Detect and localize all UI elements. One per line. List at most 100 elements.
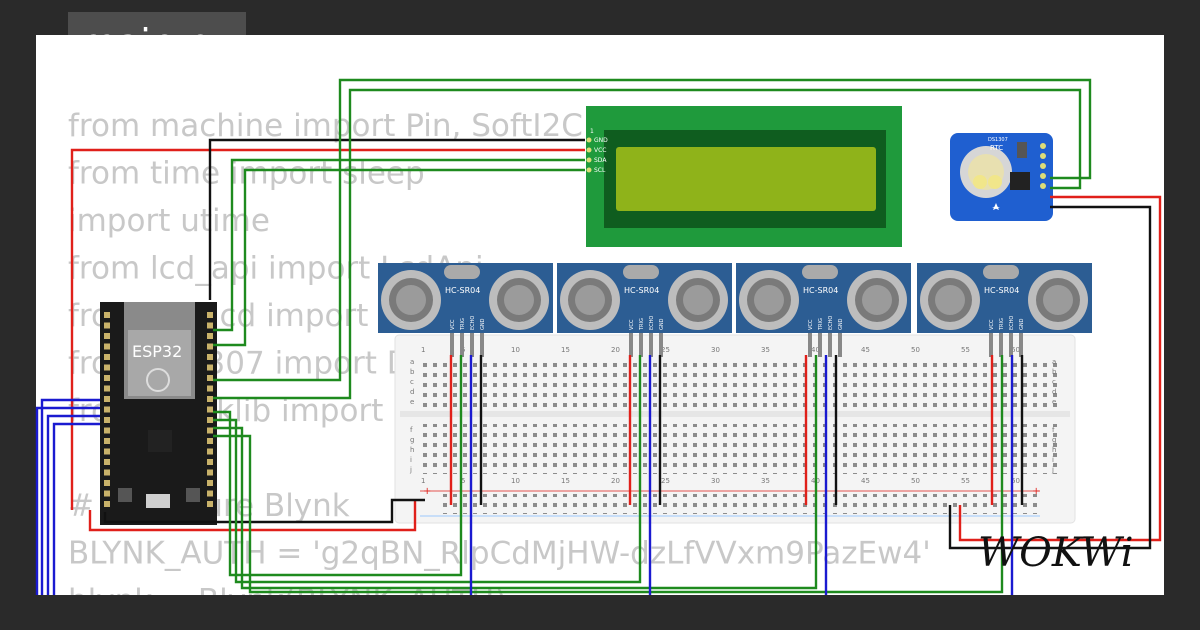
breadboard-column-label: 40: [811, 346, 820, 354]
breadboard-column-label: 1: [421, 477, 425, 485]
boot-button[interactable]: [118, 488, 132, 502]
esp32-pin: [207, 406, 213, 413]
esp32-pin: [104, 438, 110, 444]
esp32-pin: [104, 385, 110, 392]
sensor-pin-label: GND: [838, 318, 844, 330]
breadboard-column-label: 45: [861, 477, 870, 485]
sensor-pin: [1009, 333, 1013, 357]
breadboard-row-label: g: [1052, 436, 1056, 444]
esp32-pin: [104, 312, 110, 318]
esp32-pin: [207, 343, 213, 350]
esp32-pin: [104, 448, 110, 455]
esp32-pin: [207, 364, 213, 371]
usb-port-icon: [146, 494, 170, 508]
breadboard-column-label: 55: [961, 346, 970, 354]
sensor-label: HC-SR04: [445, 286, 480, 295]
esp32-pin: [207, 312, 213, 318]
sensor-pin-label: ECHO: [828, 316, 834, 330]
esp32-pin: [207, 396, 213, 402]
sensor-pin-label: TRIG: [999, 318, 1005, 331]
breadboard-bottom-terminal: [418, 424, 1058, 474]
sensor-pin-label: VCC: [450, 319, 456, 330]
breadboard-top-terminal: [418, 360, 1058, 410]
esp32-pin: [104, 469, 110, 476]
sensor-pin-label: GND: [1019, 318, 1025, 330]
esp32-pin: [104, 375, 110, 381]
esp32-pin: [104, 343, 110, 350]
breadboard-column-label: 30: [711, 477, 720, 485]
breadboard-column-label: 45: [861, 346, 870, 354]
breadboard-row-label: h: [1052, 446, 1056, 454]
sensor-pin-label: TRIG: [639, 318, 645, 331]
rtc-chip-icon: [1010, 172, 1030, 190]
sensor-pin: [828, 333, 832, 357]
esp32-pin: [207, 459, 213, 465]
esp32-pin: [207, 448, 213, 455]
esp32-pin: [207, 490, 213, 497]
breadboard-column-label: 25: [661, 346, 670, 354]
sensor-pin: [1019, 333, 1023, 357]
breadboard-column-label: 15: [561, 346, 570, 354]
code-line: BLYNK_AUTH = 'g2qBN_RlpCdMjHW-dzLfVVxm9P…: [68, 536, 931, 572]
breadboard-row-label: d: [1052, 388, 1056, 396]
breadboard-row-label: j: [1051, 466, 1054, 474]
sensor-pin: [639, 333, 643, 357]
lcd-screen: [616, 147, 876, 211]
esp32-pin: [207, 333, 213, 339]
svg-text:+: +: [423, 486, 431, 497]
wires: [35, 78, 1162, 595]
breadboard-row-label: d: [410, 388, 414, 396]
rtc-module[interactable]: RTC DS1307: [950, 133, 1053, 221]
esp32-board[interactable]: ESP32: [100, 302, 217, 525]
sensor-pin-label: VCC: [808, 319, 814, 330]
code-line: from machine import Pin, SoftI2C: [68, 108, 583, 144]
sensor-pin: [629, 333, 633, 357]
esp32-pin: [104, 322, 110, 329]
lcd-pin: [586, 147, 592, 153]
sensor-pin: [649, 333, 653, 357]
breadboard-power-rail: [440, 494, 1040, 514]
esp32-pin: [104, 354, 110, 360]
esp32-label: ESP32: [132, 342, 182, 361]
breadboard-column-label: 10: [511, 346, 520, 354]
breadboard-row-label: b: [1052, 368, 1057, 376]
sensor-pin: [808, 333, 812, 357]
sensor-pin: [659, 333, 663, 357]
breadboard-column-label: 60: [1011, 346, 1020, 354]
breadboard-row-label: i: [1052, 456, 1054, 464]
sensor-label: HC-SR04: [803, 286, 838, 295]
esp32-pin: [207, 354, 213, 360]
lcd-pin-label: GND: [594, 137, 608, 144]
breadboard-column-label: 25: [661, 477, 670, 485]
esp32-pin: [207, 385, 213, 392]
breadboard-column-label: 10: [511, 477, 520, 485]
sensor-label: HC-SR04: [624, 286, 659, 295]
lcd-pin-label: SCL: [594, 167, 606, 174]
breadboard-row-label: f: [410, 426, 413, 434]
reset-button[interactable]: [186, 488, 200, 502]
esp32-pin: [104, 459, 110, 465]
esp32-pin: [104, 417, 110, 423]
breadboard-row-label: j: [409, 466, 412, 474]
esp32-pin: [104, 333, 110, 339]
esp32-pin: [207, 469, 213, 476]
breadboard-row-label: a: [1052, 358, 1056, 366]
sensor-pin-label: ECHO: [649, 316, 655, 330]
breadboard-column-label: 60: [1011, 477, 1020, 485]
sensor-pin: [460, 333, 464, 357]
breadboard-column-label: 50: [911, 477, 920, 485]
sensor-pin: [450, 333, 454, 357]
breadboard-row-label: e: [1052, 398, 1056, 406]
breadboard-column-label: 30: [711, 346, 720, 354]
lcd-pin: [586, 137, 592, 143]
esp32-pin: [207, 480, 213, 486]
esp32-pin: [104, 364, 110, 371]
